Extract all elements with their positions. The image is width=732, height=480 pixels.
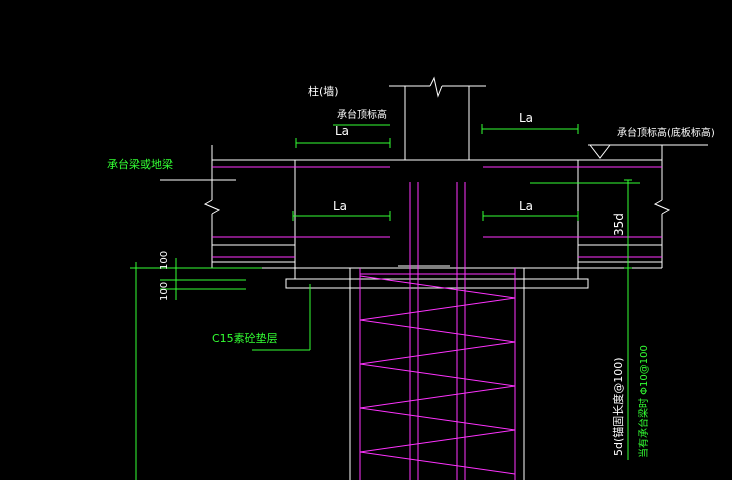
la-mid-right-label: La — [519, 199, 534, 213]
cap-outline — [160, 145, 671, 279]
elevation-marker — [588, 144, 708, 159]
la-top-left-label: La — [335, 124, 350, 138]
cushion-label: C15素砼垫层 — [212, 332, 278, 345]
la-top-right-label: La — [519, 111, 534, 125]
white-rebar-bars — [212, 244, 662, 267]
cap-top-elevation-right-label: 承台顶标高(底板标高) — [617, 128, 715, 139]
column-dowels — [409, 182, 466, 480]
column-wall-label: 柱(墙) — [308, 85, 339, 98]
cushion-layer — [285, 278, 589, 289]
cap-top-elevation-label: 承台顶标高 — [337, 110, 387, 121]
cap-rebars — [212, 166, 662, 258]
dim-100-upper-label: 100 — [159, 250, 170, 270]
la-mid-left-label: La — [333, 199, 348, 213]
column-outline — [389, 76, 486, 160]
stirrup-spec-label: 5d(锚固长度@100) — [612, 357, 625, 456]
dim-35d-label: 35d — [612, 213, 626, 236]
dimension-lines — [130, 124, 640, 480]
stirrup-note-label: 当有承台梁时 Φ10@100 — [639, 345, 650, 458]
pile-outline — [349, 267, 525, 480]
dim-100-lower-label: 100 — [159, 281, 170, 301]
pile-rebars — [359, 268, 516, 480]
cap-beam-label: 承台梁或地梁 — [107, 158, 173, 171]
